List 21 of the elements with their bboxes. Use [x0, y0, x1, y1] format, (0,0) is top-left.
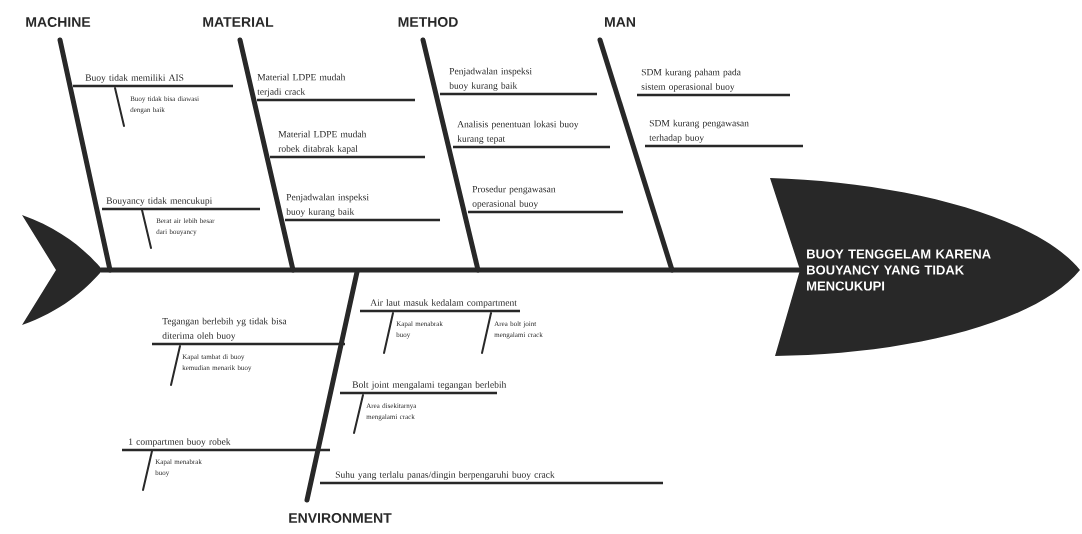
cause-label: Analisis penentuan lokasi buoy kurang tepat — [457, 120, 579, 144]
cause-label: 1 compartmen buoy robek — [129, 438, 231, 447]
category-label: METHOD — [398, 17, 458, 27]
cause-label: Bolt joint mengalami tegangan berlebih — [352, 381, 507, 390]
category-label: MAN — [605, 17, 635, 27]
category-label: ENVIRONMENT — [289, 513, 392, 523]
cause-label: Suhu yang terlalu panas/dingin berpengaruhi buoy crack — [335, 471, 555, 480]
cause-label: SDM kurang paham pada sistem operasional buoy — [641, 68, 741, 92]
cause-label: Material LDPE mudah terjadi crack — [257, 73, 346, 97]
category-label: MACHINE — [26, 17, 91, 27]
cause-label: Penjadwalan inspeksi buoy kurang baik — [286, 193, 369, 217]
cause-label: Air laut masuk kedalam compartment — [370, 299, 517, 308]
cause-label: Bouyancy tidak mencukupi — [106, 197, 213, 206]
cause-label: Buoy tidak memiliki AIS — [85, 74, 184, 83]
cause-label: SDM kurang pengawasan terhadap buoy — [649, 119, 749, 143]
fish-head: BUOY TENGGELAM KARENA BOUYANCY YANG TIDAK MENCUKUPI — [770, 178, 1080, 356]
cause-label: Tegangan berlebih yg tidak bisa diterima oleh buoy — [162, 317, 287, 341]
cause-label: Material LDPE mudah robek ditabrak kapal — [278, 130, 367, 154]
cause-label: Penjadwalan inspeksi buoy kurang baik — [449, 67, 532, 91]
cause-label: Prosedur pengawasan operasional buoy — [472, 185, 556, 209]
category-label: MATERIAL — [203, 17, 274, 27]
